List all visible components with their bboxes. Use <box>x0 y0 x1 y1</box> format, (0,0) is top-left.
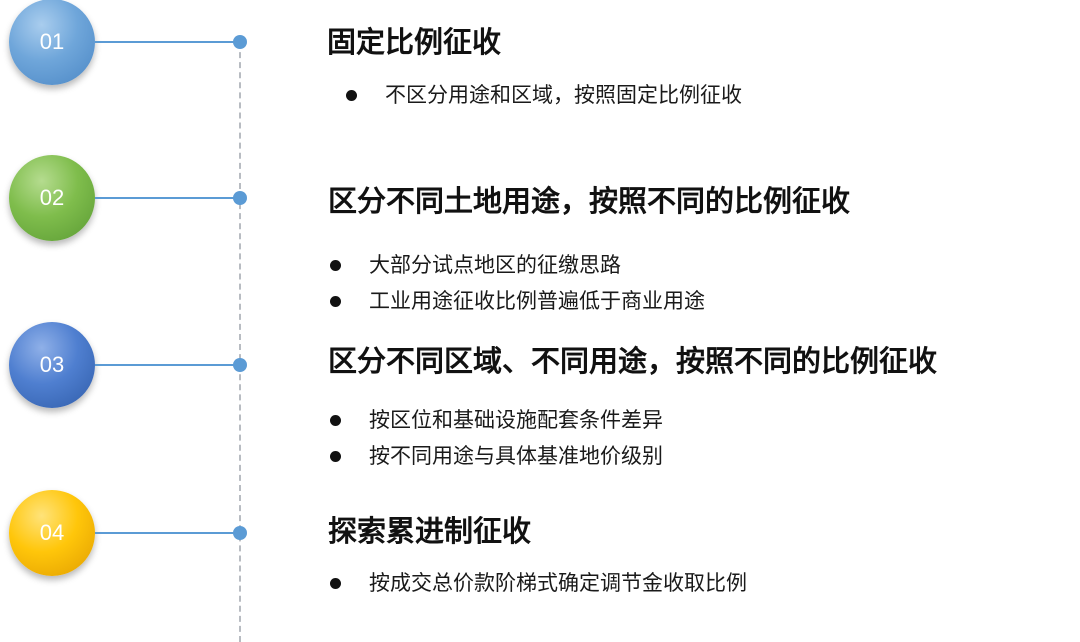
step-bullets: 不区分用途和区域，按照固定比例征收 <box>346 77 742 113</box>
connector-line <box>95 364 239 366</box>
step-number-badge: 02 <box>9 155 95 241</box>
step-title: 探索累进制征收 <box>328 514 532 548</box>
bullet-item: 大部分试点地区的征缴思路 <box>330 247 705 283</box>
timeline-node <box>233 35 247 49</box>
step-number: 02 <box>39 185 65 210</box>
bullet-text: 工业用途征收比例普遍低于商业用途 <box>369 289 705 313</box>
timeline-node <box>233 358 247 372</box>
bullet-text: 大部分试点地区的征缴思路 <box>369 253 621 277</box>
bullet-text: 按区位和基础设施配套条件差异 <box>369 408 663 432</box>
timeline-node <box>233 191 247 205</box>
bullet-text: 不区分用途和区域，按照固定比例征收 <box>385 83 742 107</box>
bullet-item: 按不同用途与具体基准地价级别 <box>330 438 663 474</box>
bullet-icon <box>330 295 341 307</box>
connector-line <box>95 197 239 199</box>
connector-line <box>95 41 239 43</box>
step-number-badge: 01 <box>9 0 95 85</box>
timeline-node <box>233 526 247 540</box>
bullet-item: 不区分用途和区域，按照固定比例征收 <box>346 77 742 113</box>
bullet-icon <box>346 89 357 101</box>
bullet-icon <box>330 414 341 426</box>
step-bullets: 大部分试点地区的征缴思路 工业用途征收比例普遍低于商业用途 <box>330 247 705 319</box>
step-bullets: 按区位和基础设施配套条件差异 按不同用途与具体基准地价级别 <box>330 402 663 474</box>
bullet-text: 按成交总价款阶梯式确定调节金收取比例 <box>369 571 747 595</box>
bullet-text: 按不同用途与具体基准地价级别 <box>369 444 663 468</box>
bullet-item: 工业用途征收比例普遍低于商业用途 <box>330 283 705 319</box>
step-number: 01 <box>39 29 65 54</box>
bullet-item: 按成交总价款阶梯式确定调节金收取比例 <box>330 565 747 601</box>
step-title: 区分不同区域、不同用途，按照不同的比例征收 <box>328 344 938 378</box>
step-number: 03 <box>39 352 65 377</box>
step-number: 04 <box>39 520 65 545</box>
bullet-icon <box>330 450 341 462</box>
bullet-icon <box>330 259 341 271</box>
timeline-spine <box>239 42 241 642</box>
step-title: 固定比例征收 <box>327 25 502 59</box>
bullet-item: 按区位和基础设施配套条件差异 <box>330 402 663 438</box>
connector-line <box>95 532 239 534</box>
step-number-badge: 03 <box>9 322 95 408</box>
bullet-icon <box>330 577 341 589</box>
step-number-badge: 04 <box>9 490 95 576</box>
step-title: 区分不同土地用途，按照不同的比例征收 <box>328 184 851 218</box>
step-bullets: 按成交总价款阶梯式确定调节金收取比例 <box>330 565 747 601</box>
